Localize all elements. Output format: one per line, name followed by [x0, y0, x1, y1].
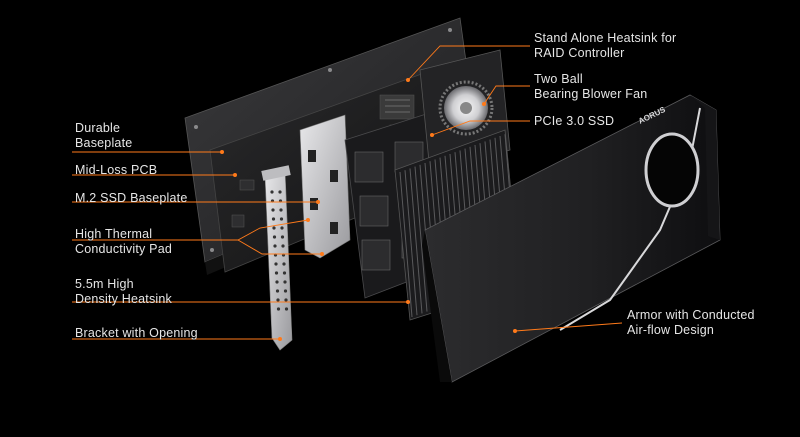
leader-thermal-pad-b — [237, 239, 322, 255]
leader-bracket-dot — [278, 337, 282, 341]
label-line: Baseplate — [75, 136, 133, 150]
bracket-hole — [273, 244, 277, 248]
heatsink-fin — [409, 168, 423, 314]
leader-pcb-dot — [233, 173, 237, 177]
heatsink-fin — [404, 170, 418, 316]
leader-ssd — [431, 120, 530, 136]
bracket-hole — [282, 271, 287, 275]
label-line: PCIe 3.0 SSD — [534, 114, 615, 128]
bracket-hole — [276, 307, 281, 311]
leader-fan-dot — [482, 102, 486, 106]
label-line: Mid-Loss PCB — [75, 163, 158, 177]
bracket-hole — [271, 208, 275, 212]
bracket-hole — [276, 298, 280, 302]
label-blower-fan: Two Ball Bearing Blower Fan — [534, 72, 647, 102]
label-line: Density Heatsink — [75, 292, 172, 306]
label-raid-heatsink: Stand Alone Heatsink for RAID Controller — [534, 31, 676, 61]
label-thermal-pad: High Thermal Conductivity Pad — [75, 227, 172, 257]
bracket-hole — [271, 217, 276, 221]
label-line: High Thermal — [75, 227, 153, 241]
leader-armor — [514, 322, 623, 332]
label-pcb: Mid-Loss PCB — [75, 163, 157, 178]
leader-m2-baseplate-dot — [316, 200, 320, 204]
leader-ssd-dot — [430, 133, 434, 137]
label-line: Two Ball — [534, 72, 583, 86]
heatsink-fin — [399, 171, 413, 318]
heatsink-fin — [414, 166, 428, 312]
leader-thermal-pad — [72, 219, 309, 241]
bracket-hole — [283, 280, 287, 284]
leader-heatsink-dot — [406, 300, 410, 304]
label-line: Conductivity Pad — [75, 242, 172, 256]
label-bracket: Bracket with Opening — [75, 326, 198, 341]
bracket-hole — [275, 289, 280, 293]
leader-thermal-pad-b-dot — [320, 252, 324, 256]
leader-baseplate-dot — [220, 150, 224, 154]
leader-thermal-pad-dot — [306, 218, 310, 222]
bracket-hole — [281, 244, 285, 248]
bracket-hole — [278, 190, 282, 194]
bracket-hole — [279, 208, 283, 212]
label-line: RAID Controller — [534, 46, 625, 60]
label-heatsink: 5.5m High Density Heatsink — [75, 277, 172, 307]
bracket-hole — [272, 235, 277, 239]
bracket-part — [261, 165, 293, 351]
bracket-hole — [274, 262, 278, 266]
label-line: M.2 SSD Baseplate — [75, 191, 188, 205]
label-line: Air-flow Design — [627, 323, 715, 337]
label-line: Durable — [75, 121, 121, 135]
leader-armor-dot — [513, 329, 517, 333]
armor-part: AORUS — [422, 94, 721, 383]
bracket-hole — [280, 235, 285, 239]
leader-raid — [407, 45, 530, 81]
bracket-hole — [270, 190, 274, 194]
bracket-hole — [274, 271, 279, 275]
bracket-hole — [284, 307, 289, 311]
bracket-hole — [279, 217, 284, 221]
bracket-hole — [283, 289, 288, 293]
bracket-hole — [275, 280, 279, 284]
label-line: Bearing Blower Fan — [534, 87, 648, 101]
bracket-hole — [282, 262, 286, 266]
label-armor: Armor with Conducted Air-flow Design — [627, 308, 755, 338]
label-line: 5.5m High — [75, 277, 134, 291]
bracket-hole — [272, 226, 276, 230]
label-baseplate: Durable Baseplate — [75, 121, 132, 151]
leader-raid-dot — [406, 78, 410, 82]
label-line: Stand Alone Heatsink for — [534, 31, 677, 45]
leader-fan — [483, 85, 530, 105]
label-pcie-ssd: PCIe 3.0 SSD — [534, 114, 614, 129]
label-m2-baseplate: M.2 SSD Baseplate — [75, 191, 187, 206]
m2-baseplate-part — [299, 114, 351, 259]
bracket-hole — [280, 226, 284, 230]
label-line: Armor with Conducted — [627, 308, 755, 322]
label-line: Bracket with Opening — [75, 326, 198, 340]
bracket-hole — [284, 298, 288, 302]
